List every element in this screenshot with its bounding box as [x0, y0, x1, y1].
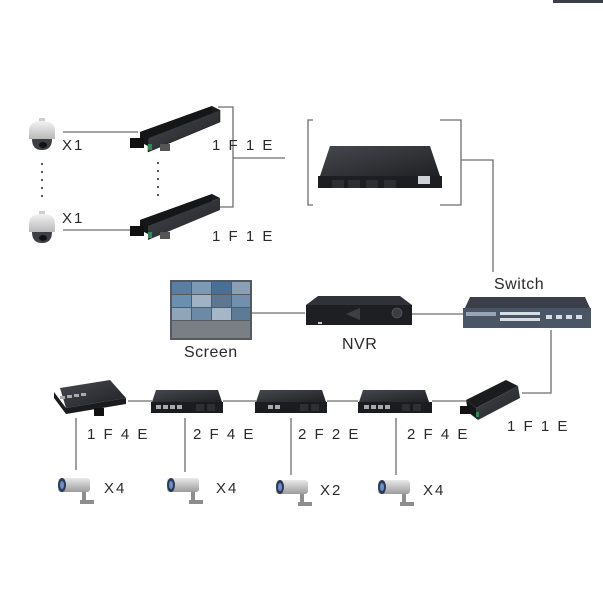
chain-1-label: 1 F 4 E — [87, 426, 150, 443]
converter-1f4e — [54, 380, 126, 416]
chain-3-camera-count: X2 — [320, 482, 343, 499]
converter-1f1e-bottom — [460, 380, 520, 420]
dome-camera-2-count: X1 — [62, 210, 85, 227]
converter-top-2-label: 1 F 1 E — [212, 228, 275, 245]
connection-lines — [63, 106, 552, 475]
bullet-camera-1 — [58, 478, 94, 504]
link-converters-bracket — [218, 106, 234, 208]
converter-2f4e-1 — [151, 390, 223, 413]
nvr-device — [306, 296, 412, 325]
converter-1f1e-top-2 — [130, 194, 220, 240]
ellipsis-dots-left — [40, 162, 44, 198]
multiport-fiber-converter — [318, 146, 442, 188]
multiport-bracket-left — [307, 119, 313, 206]
converter-top-1-label: 1 F 1 E — [212, 137, 275, 154]
chain-1-camera-count: X4 — [104, 480, 127, 497]
bullet-camera-4 — [378, 480, 414, 506]
converter-2f4e-2 — [358, 390, 432, 413]
converter-2f2e — [255, 390, 327, 413]
ellipsis-dots-middle — [156, 161, 160, 197]
chain-3-label: 2 F 2 E — [298, 426, 361, 443]
converter-1f1e-top-1 — [130, 106, 221, 153]
bullet-camera-3 — [276, 480, 312, 506]
dome-camera-1 — [29, 118, 55, 150]
chain-4-label: 2 F 4 E — [407, 426, 470, 443]
link-switch-to-chain — [522, 330, 552, 394]
video-wall-screen — [170, 280, 252, 340]
chain-4-camera-count: X4 — [423, 482, 446, 499]
chain-2-camera-count: X4 — [216, 480, 239, 497]
multiport-bracket-right — [440, 119, 462, 206]
link-multiport-to-switch — [461, 159, 494, 272]
bullet-camera-2 — [167, 478, 203, 504]
chain-5-label: 1 F 1 E — [507, 418, 570, 435]
dome-camera-2 — [29, 211, 55, 243]
switch-label: Switch — [494, 276, 545, 293]
nvr-label: NVR — [342, 336, 378, 353]
chain-2-label: 2 F 4 E — [193, 426, 256, 443]
network-switch — [463, 297, 591, 328]
screen-label: Screen — [184, 344, 238, 361]
dome-camera-1-count: X1 — [62, 137, 85, 154]
video-wall-tiles — [172, 282, 250, 338]
top-edge-bar — [553, 0, 603, 3]
